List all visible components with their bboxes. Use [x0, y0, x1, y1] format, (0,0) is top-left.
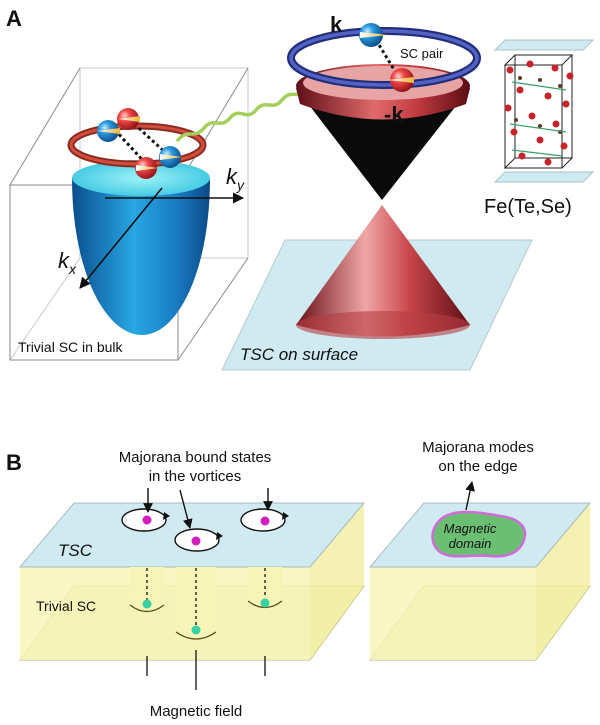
trivial-sc-label: Trivial SC: [36, 598, 96, 614]
kx-label: kx: [58, 248, 77, 277]
minus-k-label: -k: [384, 102, 404, 127]
tsc-label: TSC: [58, 541, 93, 560]
material-label: Fe(Te,Se): [484, 196, 572, 218]
bulk-label: Trivial SC in bulk: [18, 339, 124, 355]
vortex-arrow-icon: [216, 532, 223, 540]
vortex-arrow-icon: [163, 512, 170, 520]
spin-arrow-icon: [160, 154, 182, 160]
spin-arrow-icon: [136, 165, 158, 171]
vortex-pointers: [143, 488, 273, 529]
sc-pair-label: SC pair: [400, 46, 444, 61]
surface-cooper-pair: [287, 23, 481, 92]
spin-arrow-icon: [97, 128, 120, 134]
dirac-cone: [296, 64, 470, 339]
photon-wave: [176, 88, 310, 142]
vortex-slab: [18, 502, 366, 690]
edge-slab: [368, 502, 592, 661]
crystal-structure-icon: [493, 39, 595, 183]
spin-arrow-icon: [118, 116, 140, 122]
magnetic-domain-region: [431, 510, 527, 558]
trivial-state-dot-icon: [260, 598, 270, 608]
k-axes: ky kx: [58, 164, 245, 289]
bulk-cooper-pair: [67, 108, 207, 179]
surface-label: TSC on surface: [240, 345, 358, 364]
majorana-dot-icon: [260, 516, 270, 526]
majorana-vortices-line2: in the vortices: [149, 468, 242, 485]
vortex-arrow-icon: [282, 512, 289, 520]
ky-label: ky: [226, 164, 245, 193]
magnetic-field-label: Magnetic field: [150, 703, 243, 720]
spin-arrow-icon: [388, 77, 414, 83]
majorana-edge-line2: on the edge: [438, 458, 517, 475]
edge-pointer: [465, 481, 475, 511]
majorana-dot-icon: [191, 536, 201, 546]
k-label: k: [330, 12, 343, 37]
magnetic-domain-line2: domain: [449, 536, 492, 551]
trivial-state-dot-icon: [191, 625, 201, 635]
bulk-paraboloid: [72, 160, 210, 335]
majorana-dot-icon: [142, 515, 152, 525]
majorana-vortices-line1: Majorana bound states: [119, 449, 272, 466]
spin-arrow-icon: [360, 32, 388, 38]
panel-a-label: A: [6, 6, 22, 31]
magnetic-domain-line1: Magnetic: [444, 521, 497, 536]
trivial-state-dot-icon: [142, 599, 152, 609]
majorana-edge-line1: Majorana modes: [422, 439, 534, 456]
panel-b-label: B: [6, 450, 22, 475]
